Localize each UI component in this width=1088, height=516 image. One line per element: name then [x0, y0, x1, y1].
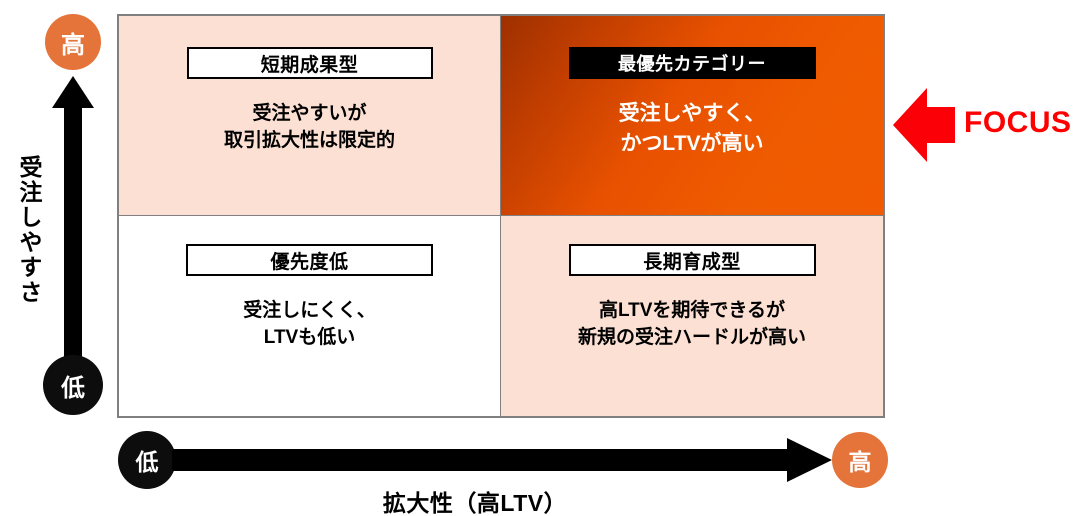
x-axis-high-badge: 高 — [832, 432, 888, 488]
y-axis-title: 受注しやすさ — [16, 155, 42, 305]
quadrant-bottom-left[interactable]: 優先度低 受注しにくく、 LTVも低い — [119, 216, 501, 416]
quadrant-bottom-left-body: 受注しにくく、 LTVも低い — [243, 300, 376, 348]
quadrant-top-left[interactable]: 短期成果型 受注やすいが 取引拡大性は限定的 — [119, 16, 501, 216]
x-axis-arrow-icon — [172, 438, 832, 482]
quadrant-bottom-right-body: 高LTVを期待できるが 新規の受注ハードルが高い — [577, 300, 806, 348]
quadrant-top-left-body: 受注やすいが 取引拡大性は限定的 — [223, 103, 395, 151]
focus-left-arrow-icon — [893, 88, 955, 162]
quadrant-bottom-right-header: 長期育成型 — [568, 244, 816, 276]
quadrant-top-right[interactable]: 最優先カテゴリー 受注しやすく、 かつLTVが高い — [501, 16, 883, 216]
quadrant-bottom-left-header: 優先度低 — [186, 244, 433, 276]
quadrant-bottom-right[interactable]: 長期育成型 高LTVを期待できるが 新規の受注ハードルが高い — [501, 216, 883, 416]
x-axis-low-badge: 低 — [118, 431, 176, 489]
quadrant-top-right-body: 受注しやすく、 かつLTVが高い — [618, 102, 766, 155]
x-axis-title: 拡大性（高LTV） — [382, 490, 568, 516]
y-axis-high-badge: 高 — [45, 14, 101, 70]
focus-callout-label: FOCUS — [964, 106, 1072, 139]
quadrant-top-right-header: 最優先カテゴリー — [568, 47, 816, 79]
priority-matrix: 短期成果型 受注やすいが 取引拡大性は限定的 最優先カテゴリー 受注しやすく、 … — [117, 14, 885, 418]
x-axis-high-label: 高 — [848, 449, 872, 475]
quadrant-top-left-header: 短期成果型 — [186, 47, 433, 79]
y-axis-high-label: 高 — [61, 31, 85, 59]
y-axis-arrow-icon — [52, 76, 94, 366]
y-axis-low-badge: 低 — [43, 355, 103, 415]
x-axis-low-label: 低 — [135, 449, 159, 475]
y-axis-low-label: 低 — [61, 374, 85, 402]
